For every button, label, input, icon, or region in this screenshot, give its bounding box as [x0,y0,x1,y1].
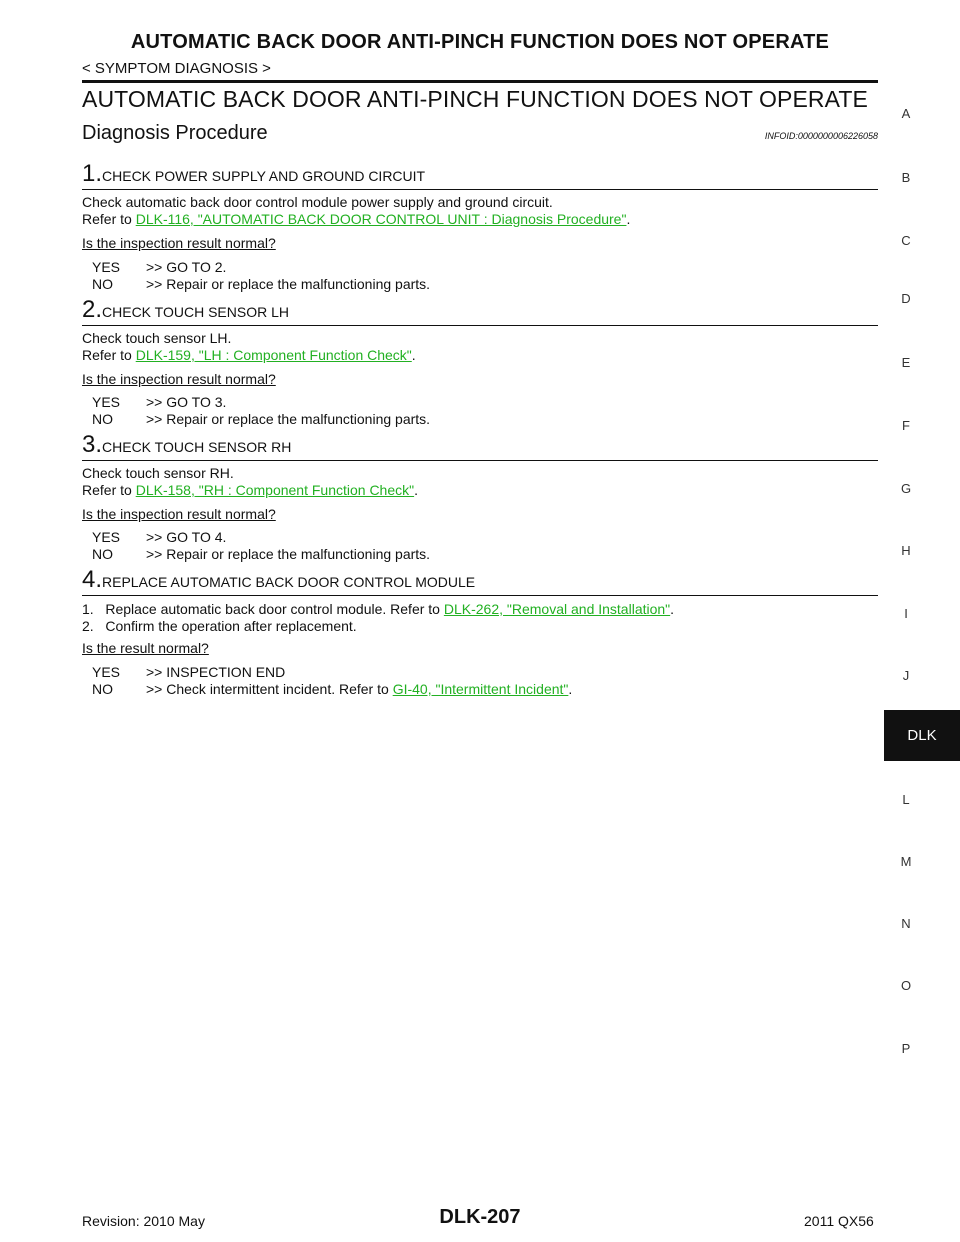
step-1-yes: YES >> GO TO 2. [92,259,226,276]
no-key: NO [92,681,113,697]
page-number: DLK-207 [439,1206,521,1228]
index-letter-j[interactable]: J [902,668,910,683]
yes-key: YES [92,259,121,275]
step-1-instruction: Check automatic back door control module… [82,194,553,210]
step-2-no: NO >> Repair or replace the malfunctionin… [92,411,430,428]
step-4-item-2: 2. Confirm the operation after replaceme… [82,618,357,634]
page-header-title: AUTOMATIC BACK DOOR ANTI-PINCH FUNCTION … [130,31,830,53]
step-3-reference: Refer to DLK-158, "RH : Component Functi… [82,482,418,499]
step-2-yes: YES >> GO TO 3. [92,394,226,411]
refer-suffix: . [411,347,416,363]
index-letter-m[interactable]: M [900,854,912,869]
no-value: >> Check intermittent incident. Refer to [146,681,393,697]
link-dlk-159[interactable]: DLK-159, "LH : Component Function Check" [135,347,412,363]
link-dlk-158[interactable]: DLK-158, "RH : Component Function Check" [135,482,415,498]
yes-value: >> GO TO 2. [146,259,227,275]
breadcrumb: < SYMPTOM DIAGNOSIS > [82,60,271,77]
step-3-yes: YES >> GO TO 4. [92,529,226,546]
step-2-question: Is the inspection result normal? [82,371,276,387]
yes-key: YES [92,529,121,545]
index-letter-l[interactable]: L [902,792,910,807]
index-letter-h[interactable]: H [901,543,911,558]
vehicle-model: 2011 QX56 [804,1213,874,1229]
step-4-no: NO >> Check intermittent incident. Refer … [92,681,572,698]
step-3-instruction: Check touch sensor RH. [82,465,234,481]
no-value: >> Repair or replace the malfunctioning … [146,411,431,427]
refer-suffix: . [626,211,631,227]
step-4-item-1: 1. Replace automatic back door control m… [82,601,674,618]
step-2-number: 2. [82,296,103,323]
no-value: >> Repair or replace the malfunctioning … [146,276,431,292]
index-letter-e[interactable]: E [901,355,911,370]
step-4-number: 4. [82,566,103,593]
step-4-heading: 4.REPLACE AUTOMATIC BACK DOOR CONTROL MO… [82,566,475,594]
index-letter-g[interactable]: G [900,481,912,496]
link-dlk-262[interactable]: DLK-262, "Removal and Installation" [443,601,671,617]
index-letter-b[interactable]: B [901,170,911,185]
item-1-text: 1. Replace automatic back door control m… [82,601,444,617]
step-3-heading: 3.CHECK TOUCH SENSOR RH [82,431,291,459]
revision-date: Revision: 2010 May [82,1213,205,1229]
step-1-question: Is the inspection result normal? [82,235,276,251]
no-value: >> Repair or replace the malfunctioning … [146,546,431,562]
step-1-heading: 1.CHECK POWER SUPPLY AND GROUND CIRCUIT [82,160,425,188]
header-rule [82,80,878,83]
index-letter-d[interactable]: D [901,291,911,306]
yes-key: YES [92,394,121,410]
item-1-suffix: . [670,601,675,617]
refer-prefix: Refer to [82,211,136,227]
index-letter-o[interactable]: O [900,978,912,993]
step-1-reference: Refer to DLK-116, "AUTOMATIC BACK DOOR C… [82,211,630,228]
step-3-rule [82,460,878,461]
no-key: NO [92,411,113,427]
diagnosis-procedure-heading: Diagnosis Procedure [82,122,268,144]
refer-prefix: Refer to [82,347,136,363]
step-1-title: CHECK POWER SUPPLY AND GROUND CIRCUIT [102,168,426,184]
link-dlk-116[interactable]: DLK-116, "AUTOMATIC BACK DOOR CONTROL UN… [135,211,627,227]
yes-value: >> GO TO 3. [146,394,227,410]
step-4-rule [82,595,878,596]
index-letter-n[interactable]: N [901,916,911,931]
refer-suffix: . [414,482,418,498]
yes-key: YES [92,664,121,680]
no-key: NO [92,546,113,562]
index-letter-a[interactable]: A [901,106,911,121]
yes-value: >> GO TO 4. [146,529,227,545]
step-3-title: CHECK TOUCH SENSOR RH [102,439,292,455]
active-section-tab[interactable]: DLK [884,710,960,761]
step-2-instruction: Check touch sensor LH. [82,330,232,346]
side-index: A B C D E F G H I J L M N O P [882,0,930,1242]
no-key: NO [92,276,113,292]
step-4-question: Is the result normal? [82,640,209,656]
link-gi-40[interactable]: GI-40, "Intermittent Incident" [392,681,569,697]
step-3-question: Is the inspection result normal? [82,506,276,522]
step-2-title: CHECK TOUCH SENSOR LH [102,304,289,320]
step-1-rule [82,189,878,190]
step-1-number: 1. [82,160,103,187]
step-4-title: REPLACE AUTOMATIC BACK DOOR CONTROL MODU… [102,574,476,590]
step-2-reference: Refer to DLK-159, "LH : Component Functi… [82,347,416,364]
refer-prefix: Refer to [82,482,136,498]
index-letter-f[interactable]: F [902,418,910,433]
info-id: INFOID:0000000006226058 [764,131,878,141]
step-4-yes: YES >> INSPECTION END [92,664,285,681]
step-2-heading: 2.CHECK TOUCH SENSOR LH [82,296,289,324]
section-title: AUTOMATIC BACK DOOR ANTI-PINCH FUNCTION … [82,86,868,112]
index-letter-p[interactable]: P [901,1041,911,1056]
yes-value: >> INSPECTION END [146,664,286,680]
step-3-number: 3. [82,431,103,458]
index-letter-i[interactable]: I [904,606,908,621]
index-letter-c[interactable]: C [901,233,911,248]
step-1-no: NO >> Repair or replace the malfunctionin… [92,276,430,293]
step-3-no: NO >> Repair or replace the malfunctionin… [92,546,430,563]
step-2-rule [82,325,878,326]
no-suffix: . [568,681,573,697]
